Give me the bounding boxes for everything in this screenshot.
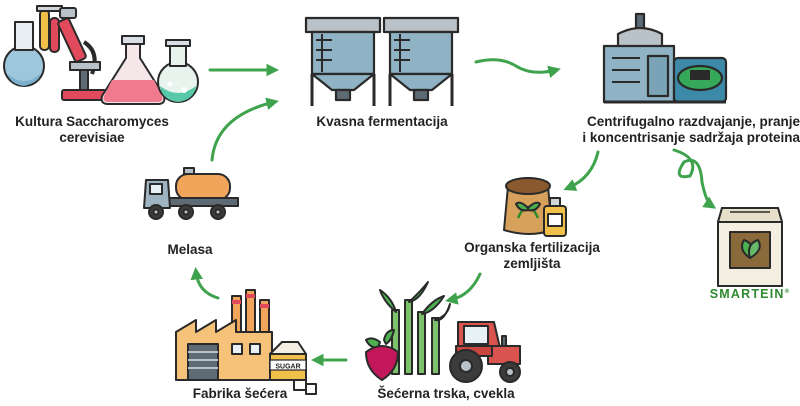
- label-melasa-line1: Melasa: [167, 242, 213, 257]
- fermentation-tanks-icon: [304, 16, 460, 106]
- label-kvasna-fermentacija: Kvasna fermentacija: [292, 114, 472, 130]
- label-kultura-line1: Kultura Saccharomyces: [15, 114, 169, 129]
- label-centrifugalno-line2: i koncentrisanje sadržaja proteina: [582, 130, 800, 145]
- sugar-factory-icon: [175, 289, 273, 381]
- arrow-organska-secerna: [445, 272, 482, 305]
- label-centrifugalno: Centrifugalno razdvajanje, pranje i konc…: [541, 114, 800, 146]
- brand-registered-mark: ®: [784, 288, 791, 295]
- label-centrifugalno-line1: Centrifugalno razdvajanje, pranje: [586, 114, 800, 129]
- fertilizer-bag-icon: [503, 177, 567, 237]
- flasks-icon: [100, 35, 199, 105]
- brand-logo: SMARTEIN®: [700, 287, 800, 301]
- tractor-icon: [449, 321, 521, 383]
- brand-name: SMARTEIN: [709, 287, 785, 301]
- sugar-box-icon: SUGAR: [269, 341, 317, 395]
- sugarcane-beet-icon: [365, 281, 451, 381]
- protein-bag-icon: [717, 207, 783, 287]
- arrow-kvasna-centri: [474, 58, 561, 78]
- label-secerna-trska-cvekla: Šećerna trska, cvekla: [356, 386, 536, 402]
- label-kultura: Kultura Saccharomyces cerevisiae: [0, 114, 184, 146]
- tanker-truck-icon: [143, 167, 239, 220]
- centrifuge-plant-icon: [602, 12, 728, 104]
- arrow-fabrika-melasa: [190, 266, 220, 300]
- microscope-icon: [3, 5, 107, 101]
- arrow-centri-organska: [563, 150, 600, 191]
- label-secerna-line1: Šećerna trska, cvekla: [377, 386, 515, 401]
- arrows: [190, 58, 717, 367]
- label-kultura-line2: cerevisiae: [59, 130, 125, 145]
- arrow-melasa-kvasna: [210, 97, 279, 162]
- label-kvasna-line1: Kvasna fermentacija: [316, 114, 448, 129]
- label-fabrika-secera: Fabrika šećera: [170, 386, 310, 402]
- label-organska-line1: Organska fertilizacija: [464, 240, 600, 255]
- label-organska-fertilizacija: Organska fertilizacija zemljišta: [432, 240, 632, 272]
- label-melasa: Melasa: [150, 242, 230, 258]
- sugar-box-text: SUGAR: [275, 364, 300, 371]
- label-fabrika-line1: Fabrika šećera: [192, 386, 288, 401]
- arrow-centri-smartein: [672, 148, 717, 209]
- label-organska-line2: zemljišta: [503, 256, 561, 271]
